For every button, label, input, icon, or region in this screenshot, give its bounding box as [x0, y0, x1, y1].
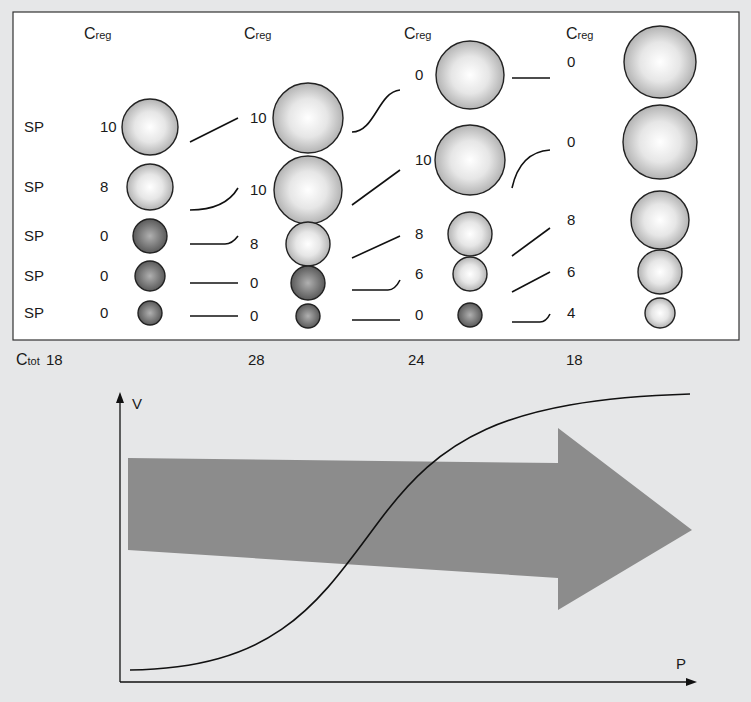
- cell-value: 0: [250, 274, 258, 292]
- cell-value: 10: [100, 118, 117, 136]
- pool-circle: [436, 41, 504, 109]
- pool-circle: [127, 164, 173, 210]
- axis-arrowhead: [686, 678, 697, 686]
- pool-circle: [435, 125, 505, 195]
- mini-curve: [352, 90, 400, 132]
- pool-circle: [638, 250, 682, 294]
- cell-value: 0: [100, 267, 108, 285]
- mini-curve: [190, 282, 238, 284]
- mini-curves: [190, 78, 550, 322]
- cell-value: 4: [567, 304, 575, 322]
- cell-value: 0: [100, 304, 108, 322]
- pool-circle: [453, 257, 487, 291]
- mini-curve: [352, 170, 400, 205]
- mini-curve: [190, 236, 238, 244]
- cell-value: 0: [567, 133, 575, 151]
- cell-value: 0: [100, 227, 108, 245]
- total-value: 18: [46, 351, 63, 369]
- mini-curve: [512, 314, 550, 322]
- pool-circle: [458, 303, 482, 327]
- mini-curve: [352, 236, 400, 258]
- axis-label: P: [676, 655, 686, 673]
- column-header: Creg: [404, 25, 431, 44]
- cell-value: 10: [250, 181, 267, 199]
- row-label: SP: [24, 118, 44, 136]
- column-header: Creg: [244, 25, 271, 44]
- pool-circle: [631, 191, 689, 249]
- cell-value: 8: [100, 178, 108, 196]
- circles: [122, 26, 697, 328]
- cell-value: 8: [415, 225, 423, 243]
- total-label: Ctot: [16, 351, 40, 370]
- cell-value: 0: [567, 53, 575, 71]
- mini-curve: [190, 315, 238, 317]
- cell-value: 6: [567, 263, 575, 281]
- pool-circle: [296, 304, 320, 328]
- pool-circle: [645, 298, 675, 328]
- row-label: SP: [24, 178, 44, 196]
- cell-value: 10: [250, 109, 267, 127]
- table-frame: [13, 12, 739, 340]
- axis-arrowhead: [116, 392, 124, 403]
- pool-circle: [286, 222, 330, 266]
- pool-circle: [138, 301, 162, 325]
- column-header: Creg: [566, 25, 593, 44]
- pool-circle: [291, 266, 325, 300]
- mini-curve: [352, 280, 400, 290]
- pool-circle: [135, 261, 165, 291]
- mini-curve: [512, 272, 550, 292]
- row-label: SP: [24, 267, 44, 285]
- mini-curve: [352, 319, 400, 321]
- row-label: SP: [24, 227, 44, 245]
- cell-value: 0: [415, 66, 423, 84]
- axes: [120, 400, 688, 682]
- total-value: 28: [248, 351, 265, 369]
- total-value: 18: [566, 351, 583, 369]
- row-label: SP: [24, 304, 44, 322]
- mini-curve: [190, 118, 238, 142]
- pool-circle: [122, 99, 178, 155]
- y-axis: [119, 400, 120, 682]
- mini-curve: [512, 77, 550, 79]
- pool-circle: [448, 212, 492, 256]
- cell-value: 8: [567, 211, 575, 229]
- total-value: 24: [408, 351, 425, 369]
- column-header: Creg: [84, 25, 111, 44]
- cell-value: 6: [415, 265, 423, 283]
- cell-value: 8: [250, 235, 258, 253]
- big-arrow: [128, 428, 692, 610]
- x-axis: [120, 681, 688, 682]
- cell-value: 0: [250, 307, 258, 325]
- sigmoid-curve: [130, 394, 690, 670]
- pool-circle: [623, 105, 697, 179]
- mini-curve: [190, 188, 238, 210]
- pool-circle: [133, 219, 167, 253]
- pool-circle: [624, 26, 696, 98]
- pool-circle: [274, 156, 342, 224]
- pool-circle: [273, 83, 343, 153]
- cell-value: 10: [415, 151, 432, 169]
- mini-curve: [512, 150, 550, 188]
- cell-value: 0: [415, 306, 423, 324]
- mini-curve: [512, 228, 550, 256]
- axis-label: V: [132, 395, 142, 413]
